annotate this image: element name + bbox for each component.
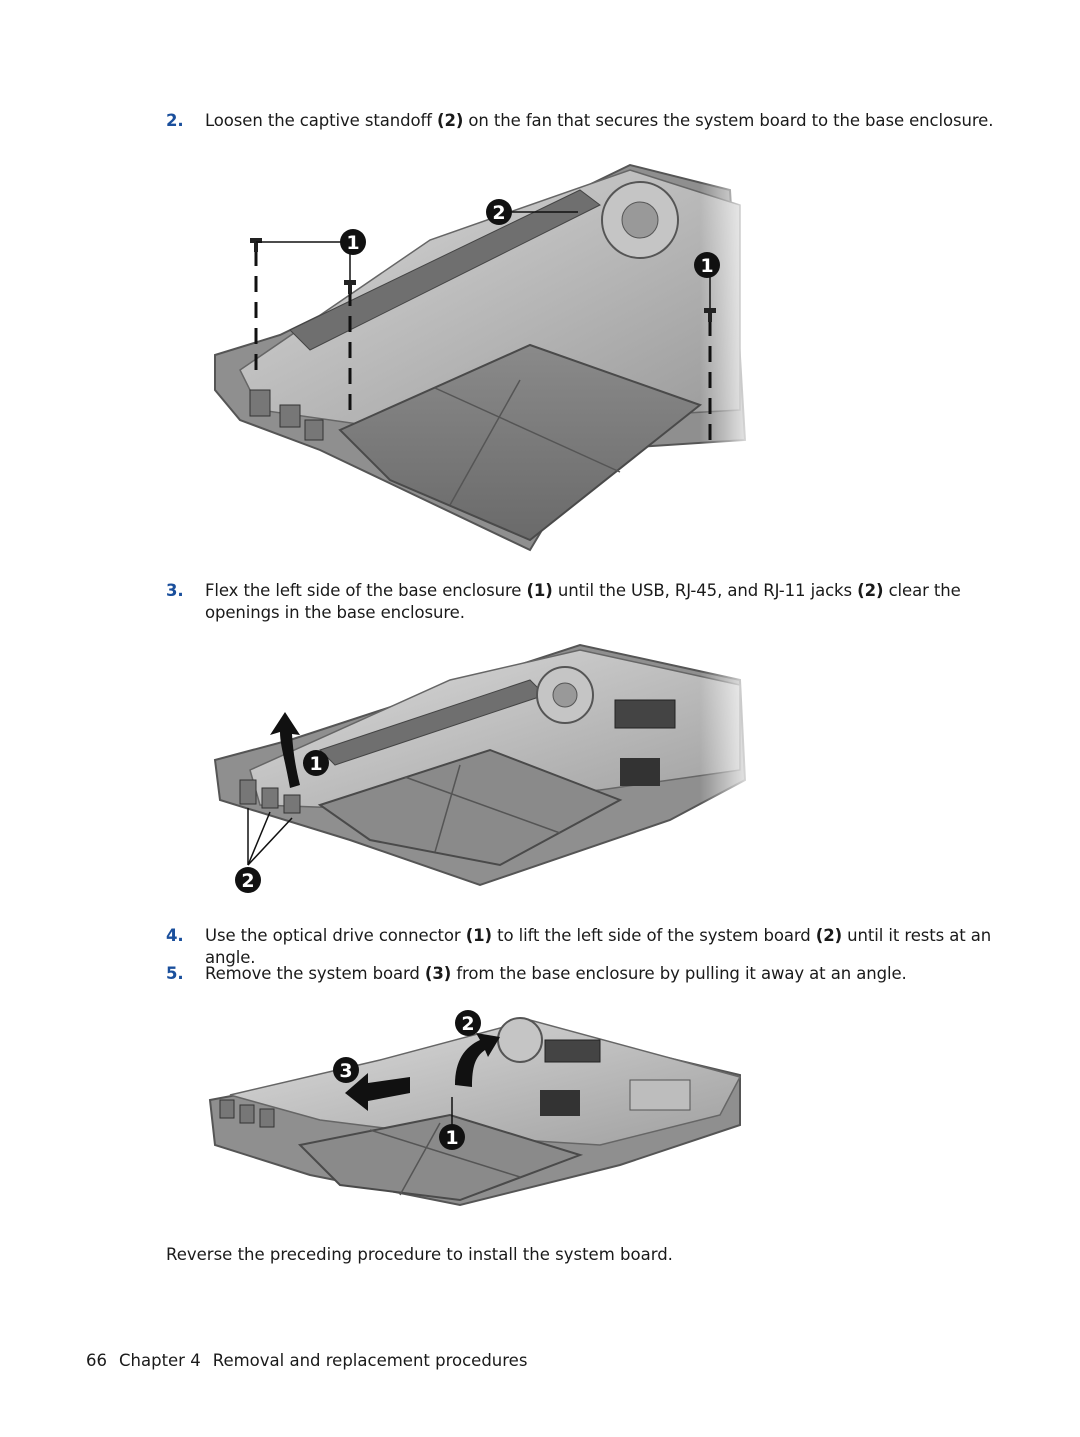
callout-1: 1 xyxy=(439,1124,465,1150)
step-text: Use the optical drive connector (1) to l… xyxy=(205,926,992,967)
step-text: Remove the system board (3) from the bas… xyxy=(205,964,907,983)
chapter-title: Removal and replacement procedures xyxy=(212,1351,528,1370)
step-3: 3. Flex the left side of the base enclos… xyxy=(166,580,1006,624)
step-5: 5. Remove the system board (3) from the … xyxy=(166,963,1006,985)
figure-loosen-standoff: 2 1 1 xyxy=(214,150,760,570)
step-2: 2. Loosen the captive standoff (2) on th… xyxy=(166,110,1006,132)
callout-2: 2 xyxy=(486,199,512,225)
chapter-label: Chapter 4 xyxy=(119,1351,201,1370)
figure-remove-system-board: 2 3 1 xyxy=(208,1010,742,1207)
callout-2: 2 xyxy=(235,867,261,893)
step-4: 4. Use the optical drive connector (1) t… xyxy=(166,925,1006,969)
svg-text:2: 2 xyxy=(461,1013,474,1035)
callout-1: 1 xyxy=(694,252,720,278)
svg-text:1: 1 xyxy=(346,232,359,254)
step-text: Loosen the captive standoff (2) on the f… xyxy=(205,111,994,130)
page-number: 66 xyxy=(86,1351,107,1370)
svg-text:2: 2 xyxy=(492,202,505,224)
closing-paragraph: Reverse the preceding procedure to insta… xyxy=(166,1245,673,1264)
step-number: 4. xyxy=(166,926,184,945)
figure-flex-enclosure: 1 2 xyxy=(213,640,760,895)
step-text: Flex the left side of the base enclosure… xyxy=(205,581,961,622)
callout-1: 1 xyxy=(303,750,329,776)
svg-text:1: 1 xyxy=(445,1127,458,1149)
callout-1: 1 xyxy=(340,229,366,255)
callout-3: 3 xyxy=(333,1057,359,1083)
step-number: 3. xyxy=(166,581,184,600)
step-number: 5. xyxy=(166,964,184,983)
svg-text:1: 1 xyxy=(700,255,713,277)
callout-2: 2 xyxy=(455,1010,481,1036)
svg-text:2: 2 xyxy=(241,870,254,892)
page-footer: 66 Chapter 4 Removal and replacement proce… xyxy=(86,1350,527,1372)
svg-text:1: 1 xyxy=(309,753,322,775)
svg-text:3: 3 xyxy=(339,1060,352,1082)
step-number: 2. xyxy=(166,111,184,130)
